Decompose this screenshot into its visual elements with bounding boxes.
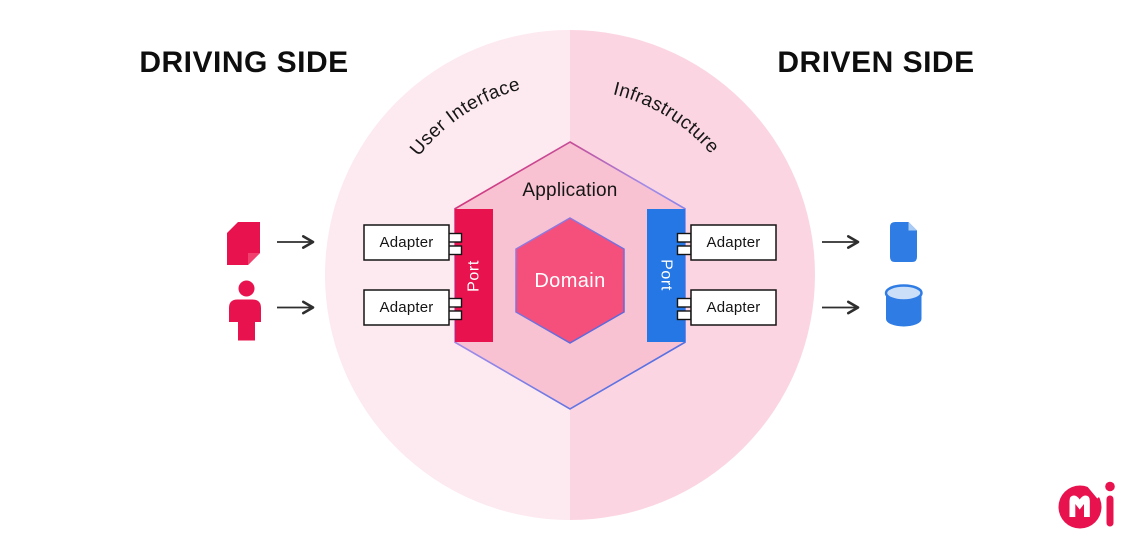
adapter-label: Adapter: [380, 234, 434, 251]
driven-side-title: DRIVEN SIDE: [777, 46, 974, 79]
adapter-left-bottom: Adapter: [363, 289, 463, 326]
plug-notch: [447, 297, 463, 308]
adapter-label: Adapter: [707, 299, 761, 316]
adapter-right-top: Adapter: [676, 224, 777, 261]
app-icon: [227, 222, 260, 265]
plug-notch: [676, 232, 692, 243]
driving-side-title: DRIVING SIDE: [139, 46, 348, 79]
application-label: Application: [522, 180, 617, 201]
user-icon: [229, 280, 261, 341]
logo-i-stem: [1106, 495, 1114, 527]
port-left-label: Port: [466, 260, 483, 292]
database-icon: [884, 284, 923, 327]
adapter-box: [363, 224, 450, 261]
adapter-label: Adapter: [380, 299, 434, 316]
plug-notch: [447, 245, 463, 256]
logo-ring-gap: [1087, 483, 1101, 499]
port-right-label: Port: [658, 259, 675, 291]
cmi-brand-logo-icon: [1058, 481, 1115, 529]
plug-notch: [447, 232, 463, 243]
domain-label: Domain: [534, 270, 605, 292]
domain-hexagon: [515, 217, 625, 344]
adapter-box: [690, 289, 777, 326]
plug-notch: [676, 310, 692, 321]
adapter-left-top: Adapter: [363, 224, 463, 261]
circle-left-half: [325, 30, 570, 520]
logo-m-glyph: [1069, 495, 1090, 517]
adapter-right-bottom: Adapter: [676, 289, 777, 326]
document-icon: [890, 222, 917, 262]
logo-i-dot: [1105, 481, 1115, 492]
adapter-box: [690, 224, 777, 261]
circle-right-half: [570, 30, 815, 520]
plug-notch: [676, 297, 692, 308]
adapter-label: Adapter: [707, 234, 761, 251]
adapter-box: [363, 289, 450, 326]
plug-notch: [676, 245, 692, 256]
plug-notch: [447, 310, 463, 321]
